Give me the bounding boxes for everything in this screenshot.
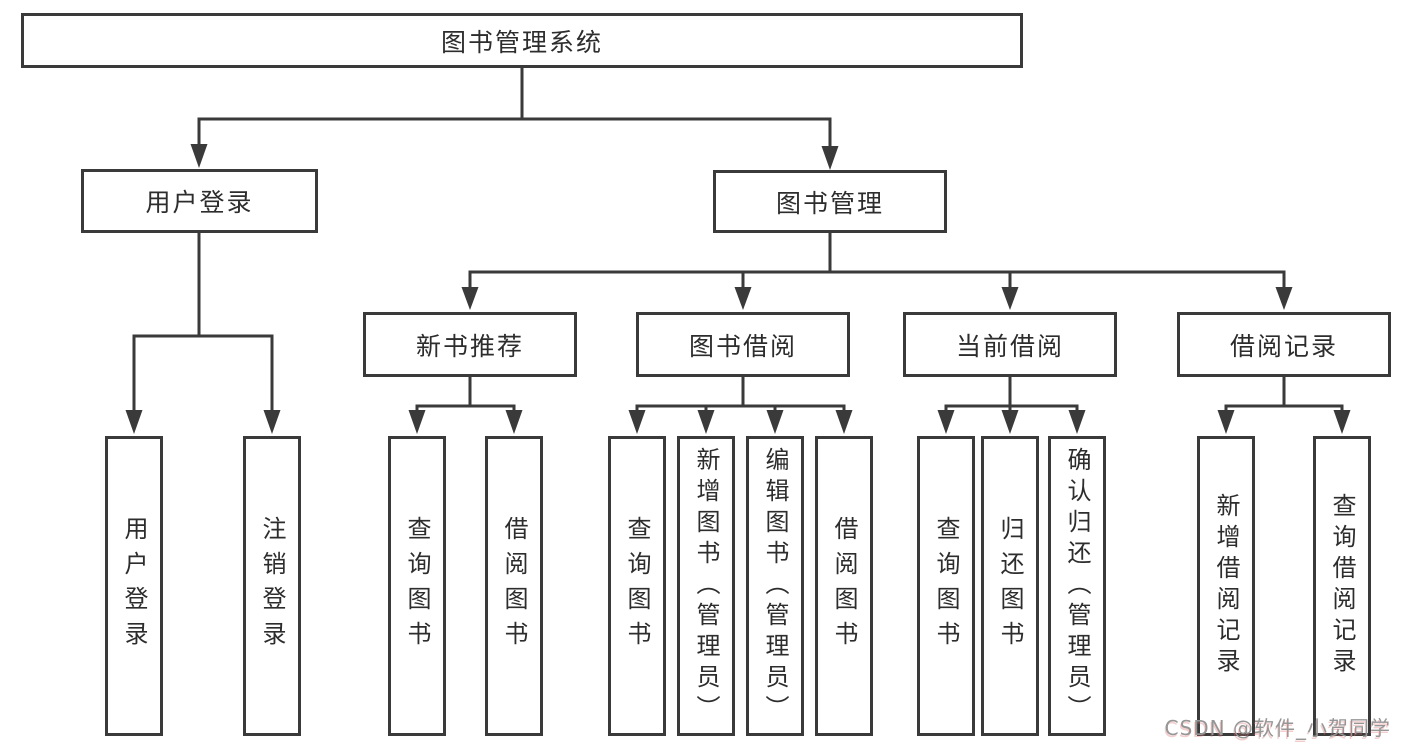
leaf-label: 查询图书 <box>932 516 960 656</box>
leaf-borrow-books-borrowing: 借阅图书 <box>815 436 873 736</box>
leaf-label: 查询图书 <box>403 516 431 656</box>
node-label: 新书推荐 <box>415 331 524 361</box>
node-book-management: 图书管理 <box>713 170 947 233</box>
node-label: 图书借阅 <box>688 331 797 361</box>
leaf-query-books-borrowing: 查询图书 <box>608 436 666 736</box>
node-library-management-system: 图书管理系统 <box>21 13 1023 68</box>
leaf-label: 新增图书（管理员） <box>692 446 720 726</box>
leaf-label: 新增借阅记录 <box>1212 493 1240 679</box>
leaf-label: 编辑图书（管理员） <box>761 446 789 726</box>
node-label: 借阅记录 <box>1229 331 1338 361</box>
leaf-label: 归还图书 <box>996 516 1024 656</box>
leaf-label: 确认归还（管理员） <box>1063 446 1091 726</box>
leaf-label: 查询借阅记录 <box>1328 493 1356 679</box>
leaf-label: 用户登录 <box>120 516 148 656</box>
node-label: 图书管理 <box>775 188 884 218</box>
node-label: 图书管理系统 <box>440 27 603 57</box>
leaf-return-books: 归还图书 <box>981 436 1039 736</box>
leaf-edit-books-admin: 编辑图书（管理员） <box>746 436 804 736</box>
leaf-label: 借阅图书 <box>500 516 528 656</box>
leaf-borrow-books-recommend: 借阅图书 <box>485 436 543 736</box>
node-current-borrowing: 当前借阅 <box>903 312 1117 377</box>
node-label: 用户登录 <box>145 188 254 217</box>
leaf-query-books-recommend: 查询图书 <box>388 436 446 736</box>
node-label: 当前借阅 <box>955 331 1064 361</box>
leaf-query-books-current: 查询图书 <box>917 436 975 736</box>
leaf-logout: 注销登录 <box>243 436 301 736</box>
node-user-login: 用户登录 <box>81 169 318 233</box>
node-new-book-recommendation: 新书推荐 <box>363 312 577 377</box>
leaf-user-login: 用户登录 <box>105 436 163 736</box>
leaf-add-books-admin: 新增图书（管理员） <box>677 436 735 736</box>
leaf-query-borrow-record: 查询借阅记录 <box>1313 436 1371 736</box>
leaf-label: 查询图书 <box>623 516 651 656</box>
node-book-borrowing: 图书借阅 <box>636 312 850 377</box>
node-borrow-records: 借阅记录 <box>1177 312 1391 377</box>
watermark: CSDN @软件_小贺同学 <box>1164 716 1391 740</box>
leaf-confirm-return-admin: 确认归还（管理员） <box>1048 436 1106 736</box>
leaf-label: 注销登录 <box>258 516 286 656</box>
leaf-add-borrow-record: 新增借阅记录 <box>1197 436 1255 736</box>
leaf-label: 借阅图书 <box>830 516 858 656</box>
